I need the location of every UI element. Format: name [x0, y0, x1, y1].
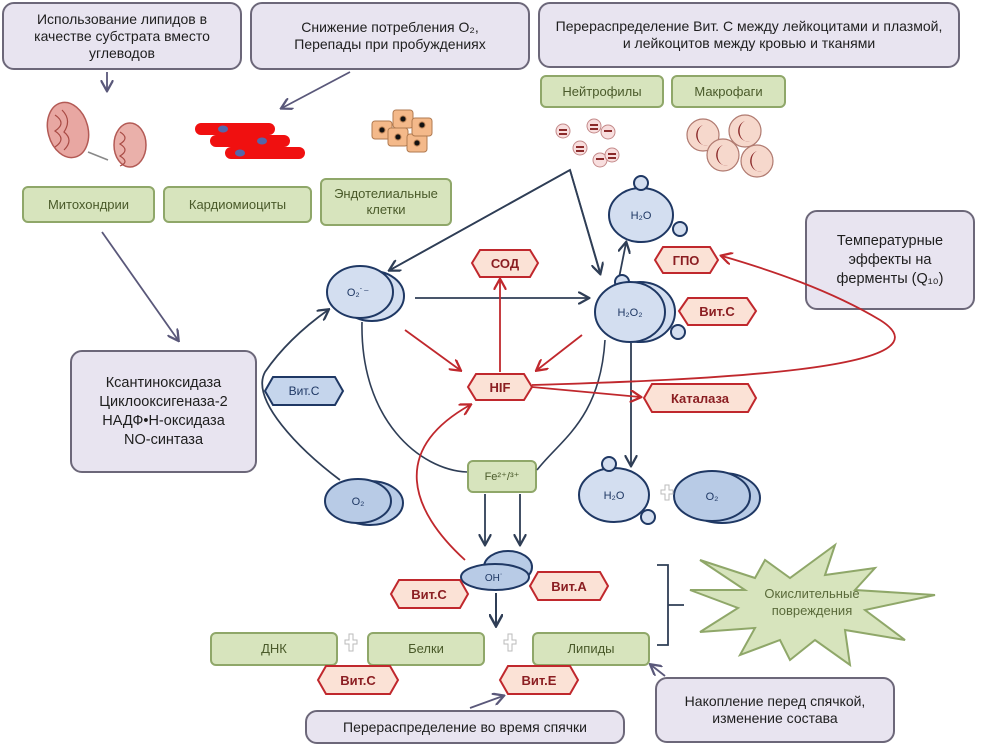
ros-sources-box: Ксантиноксидаза Циклооксигеназа-2 НАДФ•Н…: [70, 350, 257, 473]
lipids-target: Липиды: [532, 632, 650, 666]
arrow-mitochondria-to-sources: [101, 231, 178, 340]
ros-source-2: Циклооксигеназа-2: [99, 393, 228, 410]
water-bottom-label: H₂O: [604, 490, 625, 502]
oxygen-right-molecule: [673, 470, 761, 524]
proteins-text: Белки: [408, 641, 444, 656]
neutrophils-text: Нейтрофилы: [562, 83, 642, 99]
endothelial-illustration: [371, 109, 433, 153]
dna-target: ДНК: [210, 632, 338, 666]
oxygen-right-label: O₂: [706, 491, 719, 503]
arrow-to-superoxide: [390, 169, 571, 270]
arrow-peroxide-to-hif: [537, 334, 583, 370]
o2-consumption-line2: Перепады при пробуждениях: [294, 36, 486, 52]
vitc-bottom-hexagon: [316, 665, 400, 695]
arrow-hydroxyl-to-hif: [415, 405, 470, 561]
proteins-target: Белки: [367, 632, 485, 666]
dna-text: ДНК: [261, 641, 287, 656]
iron-box: Fe²⁺/³⁺: [467, 460, 537, 493]
vitc-peroxide-hexagon: [677, 297, 758, 326]
lipid-substrate-text: Использование липидов в качестве субстра…: [34, 10, 210, 61]
vite-label: Вит.Е: [522, 673, 557, 688]
hydroxyl-molecule: [460, 550, 533, 591]
arrow-accumulation-to-lipids: [651, 665, 666, 677]
water-top-label: H₂O: [631, 210, 652, 222]
macrophages-illustration: [686, 114, 774, 178]
vitc-hydroxyl-hexagon: [389, 579, 470, 609]
plus-icon: [344, 484, 674, 652]
hif-label: HIF: [490, 380, 511, 395]
endothelial-label: Эндотелиальные клетки: [320, 178, 452, 226]
arrow-superoxide-to-hif: [404, 329, 460, 370]
o2-consumption-box: Снижение потребления O₂, Перепады при пр…: [250, 2, 530, 70]
water-top-molecule: [608, 175, 688, 243]
macrophages-text: Макрофаги: [694, 83, 763, 99]
endothelial-text: Эндотелиальные клетки: [334, 186, 438, 217]
vitc-redistribution-text: Перераспределение Вит. С между лейкоцита…: [555, 18, 943, 51]
arrow-hif-to-gpo: [531, 256, 896, 386]
vitc-left-label: Вит.С: [289, 384, 320, 398]
lipids-text: Липиды: [567, 641, 615, 656]
sod-label: СОД: [491, 256, 520, 271]
vite-hexagon: [498, 665, 580, 695]
gpo-label: ГПО: [673, 253, 700, 268]
hibernation-redistribution-text: Перераспределение во время спячки: [343, 718, 587, 735]
curve-superoxide-to-iron: [361, 321, 468, 473]
arrow-oxygen-to-superoxide: [261, 310, 341, 481]
neutrophils-label: Нейтрофилы: [540, 75, 664, 108]
hif-hexagon: [466, 373, 534, 401]
vitc-hydroxyl-label: Вит.С: [411, 587, 447, 602]
accumulation-text: Накопление перед спячкой, изменение сост…: [684, 693, 866, 726]
hibernation-redistribution-box: Перераспределение во время спячки: [305, 710, 625, 744]
catalase-hexagon: [642, 383, 758, 413]
damage-label-line2: повреждения: [772, 603, 852, 618]
macrophages-label: Макрофаги: [671, 75, 786, 108]
oxygen-left-label: O₂: [352, 496, 365, 508]
arrow-hibernation-to-vite: [469, 696, 503, 709]
ros-source-4: NO-синтаза: [123, 431, 204, 448]
sod-hexagon: [470, 249, 540, 278]
neutrophils-illustration: [555, 118, 620, 168]
vita-label: Вит.А: [551, 579, 587, 594]
cardiomyocytes-illustration: [195, 123, 305, 159]
vita-hexagon: [528, 571, 610, 601]
arrow-o2-to-cardiomyocytes: [282, 71, 351, 108]
ros-source-3: НАДФ•Н-оксидаза: [102, 412, 225, 429]
cardiomyocytes-label: Кардиомиоциты: [163, 186, 312, 223]
mitochondria-text: Митохондрии: [47, 196, 130, 212]
o2-consumption-line1: Снижение потребления O₂,: [301, 19, 479, 35]
vitc-peroxide-label: Вит.С: [699, 304, 735, 319]
peroxide-molecule: [594, 274, 686, 343]
oxidative-damage-star: [689, 542, 936, 668]
oxygen-left-molecule: [324, 478, 404, 526]
superoxide-label: O₂˙⁻: [347, 287, 369, 299]
arrow-to-peroxide: [569, 169, 600, 273]
vitc-bottom-label: Вит.С: [340, 673, 376, 688]
damage-label-line1: Окислительные: [764, 586, 859, 601]
temperature-effects-box: Температурные эффекты на ферменты (Q₁₀): [805, 210, 975, 310]
vitc-left-hexagon: [263, 376, 345, 406]
superoxide-molecule: [326, 265, 405, 322]
accumulation-box: Накопление перед спячкой, изменение сост…: [655, 677, 895, 743]
lipid-substrate-box: Использование липидов в качестве субстра…: [2, 2, 242, 70]
vitc-redistribution-box: Перераспределение Вит. С между лейкоцита…: [538, 2, 960, 68]
mitochondria-label: Митохондрии: [22, 186, 155, 223]
arrow-hif-to-catalase: [531, 386, 640, 397]
hydroxyl-label: OH˙: [485, 573, 503, 584]
temperature-effects-text: Температурные эффекты на ферменты (Q₁₀): [836, 232, 944, 287]
mitochondria-illustration: [46, 101, 147, 168]
damage-bracket: [657, 564, 684, 646]
curve-peroxide-to-iron: [536, 339, 606, 471]
catalase-label: Каталаза: [671, 391, 730, 406]
peroxide-label: H₂O₂: [617, 307, 642, 319]
cardiomyocytes-text: Кардиомиоциты: [188, 196, 287, 212]
water-bottom-molecule: [578, 456, 656, 525]
ros-source-1: Ксантиноксидаза: [105, 374, 222, 391]
gpo-hexagon: [653, 246, 720, 274]
iron-text: Fe²⁺/³⁺: [484, 470, 520, 483]
